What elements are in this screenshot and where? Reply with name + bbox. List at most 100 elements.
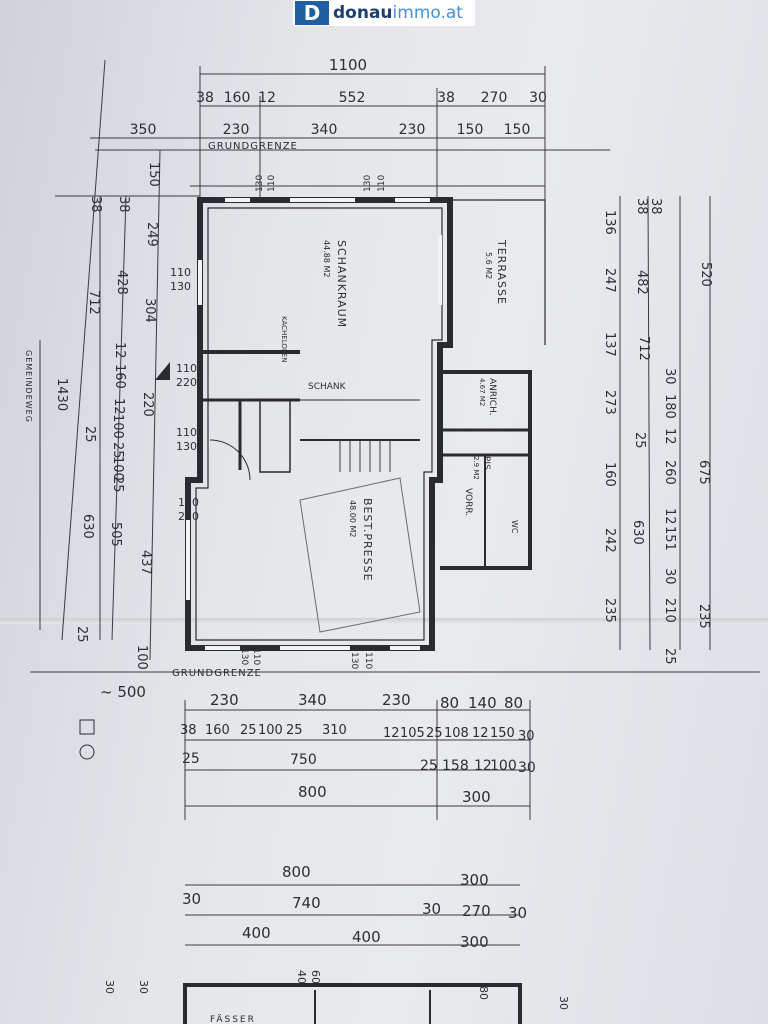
dim-label: 110 xyxy=(170,266,191,279)
logo-wordmark: donauimmo.at xyxy=(333,3,463,23)
dim-label: 505 xyxy=(108,522,123,547)
dim-label: 130 xyxy=(239,648,249,665)
dim-label: 30 xyxy=(422,900,441,918)
dim-label: 270 xyxy=(462,902,491,920)
dim-bottom-openings: 130 110 130 110 xyxy=(239,648,373,669)
dim-label: 235 xyxy=(696,604,711,629)
dim-top-openings: 130 110 130 110 xyxy=(255,175,387,192)
dim-label: 260 xyxy=(662,460,677,485)
dim-top-total: 1100 xyxy=(329,56,367,74)
dim-label: 350 xyxy=(130,122,157,138)
dim-bottom-row3: 25 750 25 158 12 100 30 xyxy=(182,751,536,776)
dim-label: 110 xyxy=(267,175,277,192)
dim-label: 160 xyxy=(112,364,127,389)
dim-label: 310 xyxy=(322,723,347,738)
dim-label: 25 xyxy=(82,426,97,443)
donauimmo-logo[interactable]: D donauimmo.at xyxy=(293,0,475,26)
dim-label: 270 xyxy=(481,90,508,106)
symbol-box-icon xyxy=(79,719,95,735)
dim-left-windows: 110 130 110 220 110 130 170 220 xyxy=(170,266,199,523)
dim-label: 750 xyxy=(290,752,317,768)
symbol-circle-icon xyxy=(79,744,95,760)
dim-label: 25 xyxy=(632,432,647,449)
dim-top-row2: 38 160 12 552 38 270 30 xyxy=(196,90,547,106)
dim-right-col1: 136 247 137 273 160 242 235 xyxy=(602,210,617,623)
room-terrasse: TERRASSE xyxy=(495,239,508,305)
dim-label: 130 xyxy=(363,175,373,192)
dim-label: 25 xyxy=(420,758,438,774)
dim-label: 160 xyxy=(602,462,617,487)
dim-bottom-row1: ~ 500 230 340 230 80 140 80 xyxy=(100,683,523,712)
dim-label: 130 xyxy=(255,175,265,192)
dim-label: 130 xyxy=(349,652,359,669)
dim-label: 105 xyxy=(400,726,425,741)
dim-label: 80 xyxy=(440,694,459,712)
dim-label: 242 xyxy=(602,528,617,553)
dim-label: 100 xyxy=(110,456,125,481)
dim-label: 25 xyxy=(110,476,125,493)
dim-label: 25 xyxy=(240,723,257,738)
room-anrichte: ANRICH. xyxy=(487,378,497,416)
lower-building-walls xyxy=(183,983,522,1024)
dim-label: 110 xyxy=(377,175,387,192)
dim-label: 110 xyxy=(176,362,197,375)
dim-label: 220 xyxy=(176,376,197,389)
dim-label: 30 xyxy=(518,729,535,744)
room-pis-area: 2.9 M2 xyxy=(472,456,480,480)
dim-label: 100 xyxy=(490,758,517,774)
dim-label: 170 xyxy=(178,496,199,509)
dim-label: 304 xyxy=(142,298,157,323)
dim-label: 151 xyxy=(662,526,677,551)
dim-lower-row4: 30 40 60 30 80 30 xyxy=(103,970,570,1010)
dim-label: 140 xyxy=(468,694,497,712)
dim-label: 300 xyxy=(462,788,491,806)
dim-label: 210 xyxy=(662,598,677,623)
dim-label: 80 xyxy=(504,694,523,712)
windows xyxy=(186,198,442,650)
dim-label: 340 xyxy=(311,122,338,138)
dim-label: 249 xyxy=(144,222,159,247)
dim-lower-row3: 400 400 300 xyxy=(242,924,489,951)
dim-label: 273 xyxy=(602,390,617,415)
dim-label: 108 xyxy=(444,726,469,741)
dim-left-col2: 38 428 12 160 12 100 25 100 25 505 xyxy=(108,196,131,547)
dim-label: 25 xyxy=(182,751,200,767)
room-best-presse-area: 48.00 M2 xyxy=(348,500,357,537)
dim-bottom-row2: 38 160 25 100 25 310 12 105 25 108 12 15… xyxy=(180,723,535,744)
dim-label: 630 xyxy=(80,514,95,539)
dim-label: 158 xyxy=(442,758,469,774)
dim-label: 520 xyxy=(698,262,713,287)
dim-label: 30 xyxy=(137,980,150,994)
room-schankraum-area: 44.88 M2 xyxy=(322,240,331,277)
dim-label: 38 xyxy=(116,196,131,213)
dim-label: ~ 500 xyxy=(100,683,146,701)
dim-label: 675 xyxy=(696,460,711,485)
room-best-presse: BEST.PRESSE xyxy=(361,498,374,582)
dim-label: 25 xyxy=(426,726,443,741)
dim-label: 30 xyxy=(508,904,527,922)
dim-label: 12 xyxy=(472,726,489,741)
grundgrenze-top-label: GRUNDGRENZE xyxy=(208,141,298,152)
room-terrasse-area: 5.6 M2 xyxy=(484,252,493,279)
dim-label: 428 xyxy=(114,270,129,295)
dim-label: 38 xyxy=(88,196,103,213)
dim-label: 38 xyxy=(634,198,649,215)
dim-label: 12 xyxy=(112,342,127,359)
dim-label: 38 xyxy=(196,90,214,106)
dim-label: 80 xyxy=(477,986,490,1000)
dim-label: 30 xyxy=(103,980,116,994)
dim-label: 552 xyxy=(339,90,366,106)
dim-label: 12 xyxy=(662,508,677,525)
entrance-arrow-icon xyxy=(155,362,170,380)
dimension-lines xyxy=(30,59,760,946)
stair-treads xyxy=(339,440,391,472)
room-vorr: VORR. xyxy=(463,488,473,516)
dim-label: 38 xyxy=(180,723,197,738)
dim-left-col3: 38 712 25 630 25 xyxy=(74,196,103,643)
dim-label: 400 xyxy=(242,924,271,942)
dim-label: 30 xyxy=(518,760,536,776)
dim-label: 160 xyxy=(224,90,251,106)
dim-label: 130 xyxy=(176,440,197,453)
dim-label: 712 xyxy=(86,290,101,315)
